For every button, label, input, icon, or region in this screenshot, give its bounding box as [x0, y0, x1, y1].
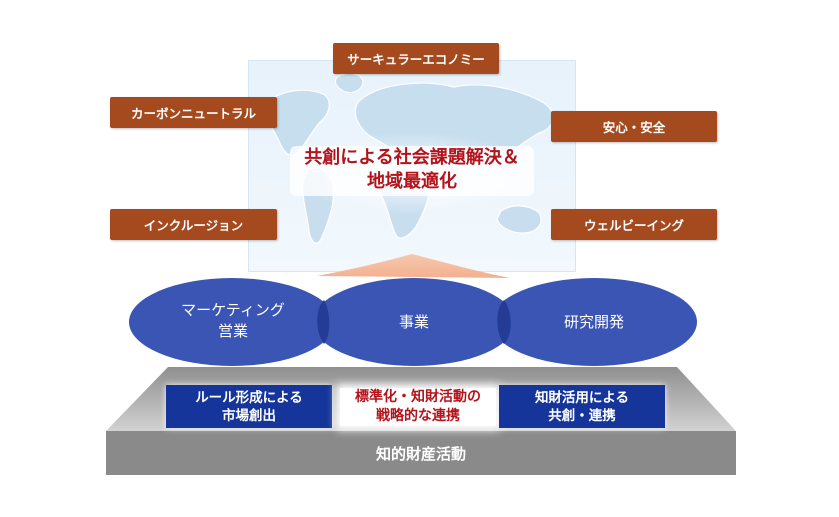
- strategic-collaboration-line2: 戦略的な連携: [376, 408, 460, 424]
- tag-wellbeing: ウェルビーイング: [551, 209, 717, 240]
- tag-inclusion: インクルージョン: [110, 209, 277, 240]
- ellipse-business: [313, 278, 515, 366]
- ellipse-marketing-line1: マーケティング: [181, 301, 285, 319]
- ellipse-marketing-line2: 営業: [217, 322, 248, 340]
- strategic-collaboration-line1: 標準化・知財活動の: [355, 389, 481, 405]
- ellipse-marketing-label: マーケティング 営業: [150, 300, 316, 342]
- tag-circular-economy: サーキュラーエコノミー: [333, 43, 499, 74]
- ellipse-rnd-label: 研究開発: [563, 313, 624, 331]
- ellipse-overlap-left: [317, 300, 330, 344]
- box-market-creation: ルール形成による 市場創出: [166, 385, 332, 428]
- center-title-line1: 共創による社会課題解決＆: [304, 147, 520, 168]
- strategic-collaboration-text: 標準化・知財活動の 戦略的な連携: [340, 388, 496, 426]
- box-co-creation-line1: 知財活用による: [534, 389, 630, 406]
- funnel-shape: [317, 254, 510, 278]
- box-market-creation-line1: ルール形成による: [195, 389, 303, 406]
- base-label-ip-activities: 知的財産活動: [375, 445, 466, 463]
- tag-safety-security: 安心・安全: [551, 111, 717, 142]
- box-market-creation-line2: 市場創出: [222, 407, 276, 424]
- ellipse-marketing: [129, 278, 335, 366]
- box-co-creation-line2: 共創・連携: [548, 407, 616, 424]
- center-title-line2: 地域最適化: [367, 171, 457, 192]
- ellipse-overlap-right: [497, 300, 511, 344]
- box-co-creation: 知財活用による 共創・連携: [499, 385, 665, 428]
- ellipse-business-label: 事業: [398, 313, 429, 331]
- tag-carbon-neutral: カーボンニュートラル: [110, 97, 277, 128]
- center-title: 共創による社会課題解決＆ 地域最適化: [290, 146, 534, 196]
- ellipse-rnd: [491, 278, 697, 366]
- base-platform-front: [106, 431, 736, 475]
